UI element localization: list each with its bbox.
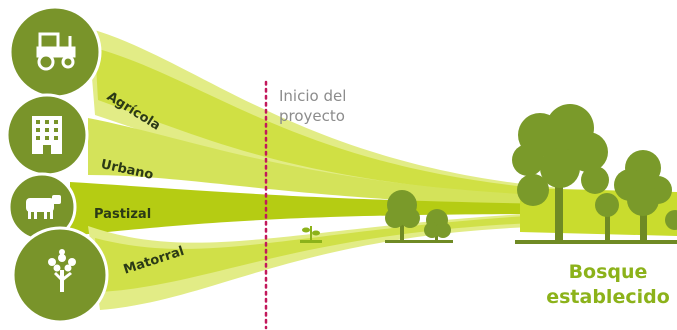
project-start-line2: proyecto (279, 107, 345, 125)
source-urbano (5, 93, 89, 177)
cow-icon (26, 195, 61, 219)
outcome-label: Bosque establecido (538, 260, 677, 310)
project-start-line1: Inicio del (279, 87, 347, 105)
outcome-line1: Bosque (568, 261, 648, 283)
band-matorral (88, 212, 560, 310)
young-trees-icon (385, 190, 453, 243)
band-matorral-core (95, 214, 560, 292)
band-urbano (88, 118, 560, 206)
project-start-label: Inicio del proyecto (279, 86, 346, 126)
tractor-icon (36, 32, 76, 71)
outcome-line2: establecido (546, 286, 670, 308)
forest-icon (512, 104, 677, 244)
building-icon (32, 116, 62, 154)
band-pastizal (70, 182, 560, 236)
source-matorral (11, 226, 109, 324)
shrub-icon (48, 249, 76, 292)
source-pastizal (7, 172, 77, 242)
seedling-icon (300, 226, 322, 243)
source-agricola (8, 5, 102, 99)
label-pastizal: Pastizal (94, 207, 152, 222)
band-agricola-core (95, 48, 560, 197)
